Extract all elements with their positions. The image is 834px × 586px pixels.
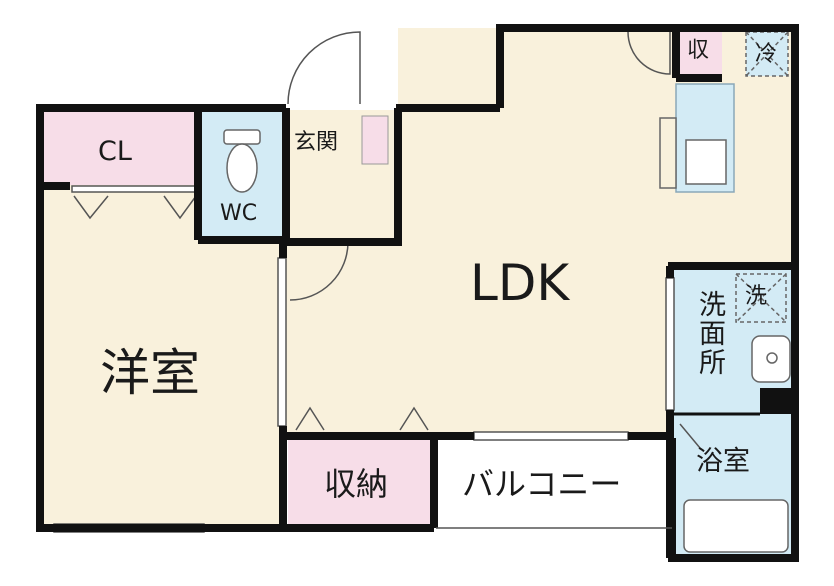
closet-top-rail bbox=[71, 185, 197, 193]
hall-floor bbox=[283, 240, 403, 435]
fridge-cross-2 bbox=[745, 31, 789, 77]
west-wall bbox=[36, 104, 286, 532]
door-swings bbox=[73, 31, 701, 449]
fixtures bbox=[223, 31, 791, 553]
entrance-door-swing bbox=[287, 31, 361, 105]
closet-door-left bbox=[73, 195, 109, 220]
closet-door-right bbox=[163, 195, 197, 220]
sen-label: 洗 bbox=[745, 284, 768, 309]
washer-cross-2 bbox=[735, 273, 787, 323]
yokushitsu-label: 浴室 bbox=[696, 446, 750, 477]
bath-door bbox=[679, 423, 701, 449]
senmenjo-sliding-panel bbox=[665, 277, 675, 411]
hall-door-swing bbox=[289, 241, 349, 301]
ldk-label: LDK bbox=[470, 254, 570, 312]
washer-cross-1 bbox=[735, 273, 787, 323]
toilet-tank bbox=[223, 129, 261, 145]
stove-top bbox=[685, 139, 727, 185]
closet-floor bbox=[40, 112, 198, 185]
hall-sliding-panel bbox=[277, 257, 287, 427]
cl-label: CL bbox=[98, 136, 132, 167]
genkan-label: 玄関 bbox=[294, 130, 339, 155]
kitchen-shelf bbox=[659, 117, 677, 189]
shuu-floor bbox=[676, 28, 722, 76]
sink-drain bbox=[766, 352, 778, 364]
bathtub bbox=[683, 499, 789, 553]
storage-door-left bbox=[295, 406, 325, 431]
kitchen-door-swing bbox=[627, 31, 671, 75]
genkan-shoebox bbox=[361, 115, 389, 165]
genkan-east-wall bbox=[286, 108, 402, 246]
senmenjo-label: 洗面所 bbox=[694, 290, 725, 377]
walls bbox=[36, 24, 799, 562]
balcony-floor bbox=[436, 438, 672, 530]
rei-label: 冷 bbox=[755, 42, 778, 67]
shuu-label: 収 bbox=[687, 38, 710, 63]
shuunou-label: 収納 bbox=[324, 465, 389, 503]
pipe-shaft bbox=[760, 388, 796, 414]
wc-label: WC bbox=[220, 201, 258, 226]
youshitsu-label: 洋室 bbox=[100, 344, 200, 402]
balcony-label: バルコニー bbox=[462, 465, 622, 503]
shuunou-floor bbox=[288, 438, 432, 525]
toilet-bowl bbox=[226, 143, 258, 193]
storage-door-right bbox=[399, 406, 429, 431]
ldk-window bbox=[473, 431, 629, 441]
